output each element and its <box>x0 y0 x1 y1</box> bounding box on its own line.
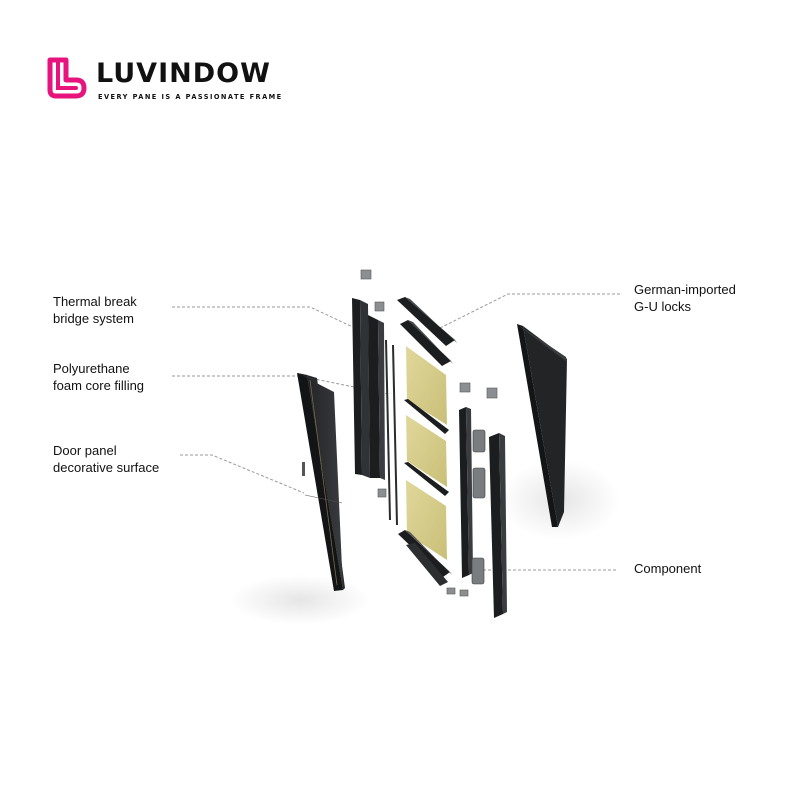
leader-line-thermal <box>172 306 356 329</box>
callout-gu-locks: German-imported G-U locks <box>634 282 736 314</box>
vertical-rods <box>385 339 398 526</box>
gu-lock-hardware <box>471 429 486 585</box>
door-panel-front <box>297 373 345 591</box>
heart-l-logo-icon <box>47 57 87 99</box>
top-rails <box>397 297 457 366</box>
brand-name: LUVINDOW <box>96 58 271 89</box>
bottom-rail <box>398 530 452 586</box>
floor-shadow <box>230 575 370 625</box>
brand-tagline: EVERY PANE IS A PASSIONATE FRAME <box>98 93 283 101</box>
callout-door-panel: Door panel decorative surface <box>53 443 160 475</box>
leader-line-locks <box>439 293 620 329</box>
callout-component: Component <box>634 561 702 576</box>
leader-line-panel <box>180 454 305 494</box>
thermal-break-profile <box>352 298 385 480</box>
crossbars <box>404 399 449 496</box>
connector-blocks <box>360 269 498 597</box>
right-frame-profiles <box>459 407 507 618</box>
callout-thermal-break: Thermal break bridge system <box>53 294 137 326</box>
door-panel-back <box>517 324 567 527</box>
polyurethane-foam-core <box>406 346 447 560</box>
brand-logo: LUVINDOW EVERY PANE IS A PASSIONATE FRAM… <box>44 56 304 106</box>
callout-polyurethane-foam: Polyurethane foam core filling <box>53 361 145 393</box>
